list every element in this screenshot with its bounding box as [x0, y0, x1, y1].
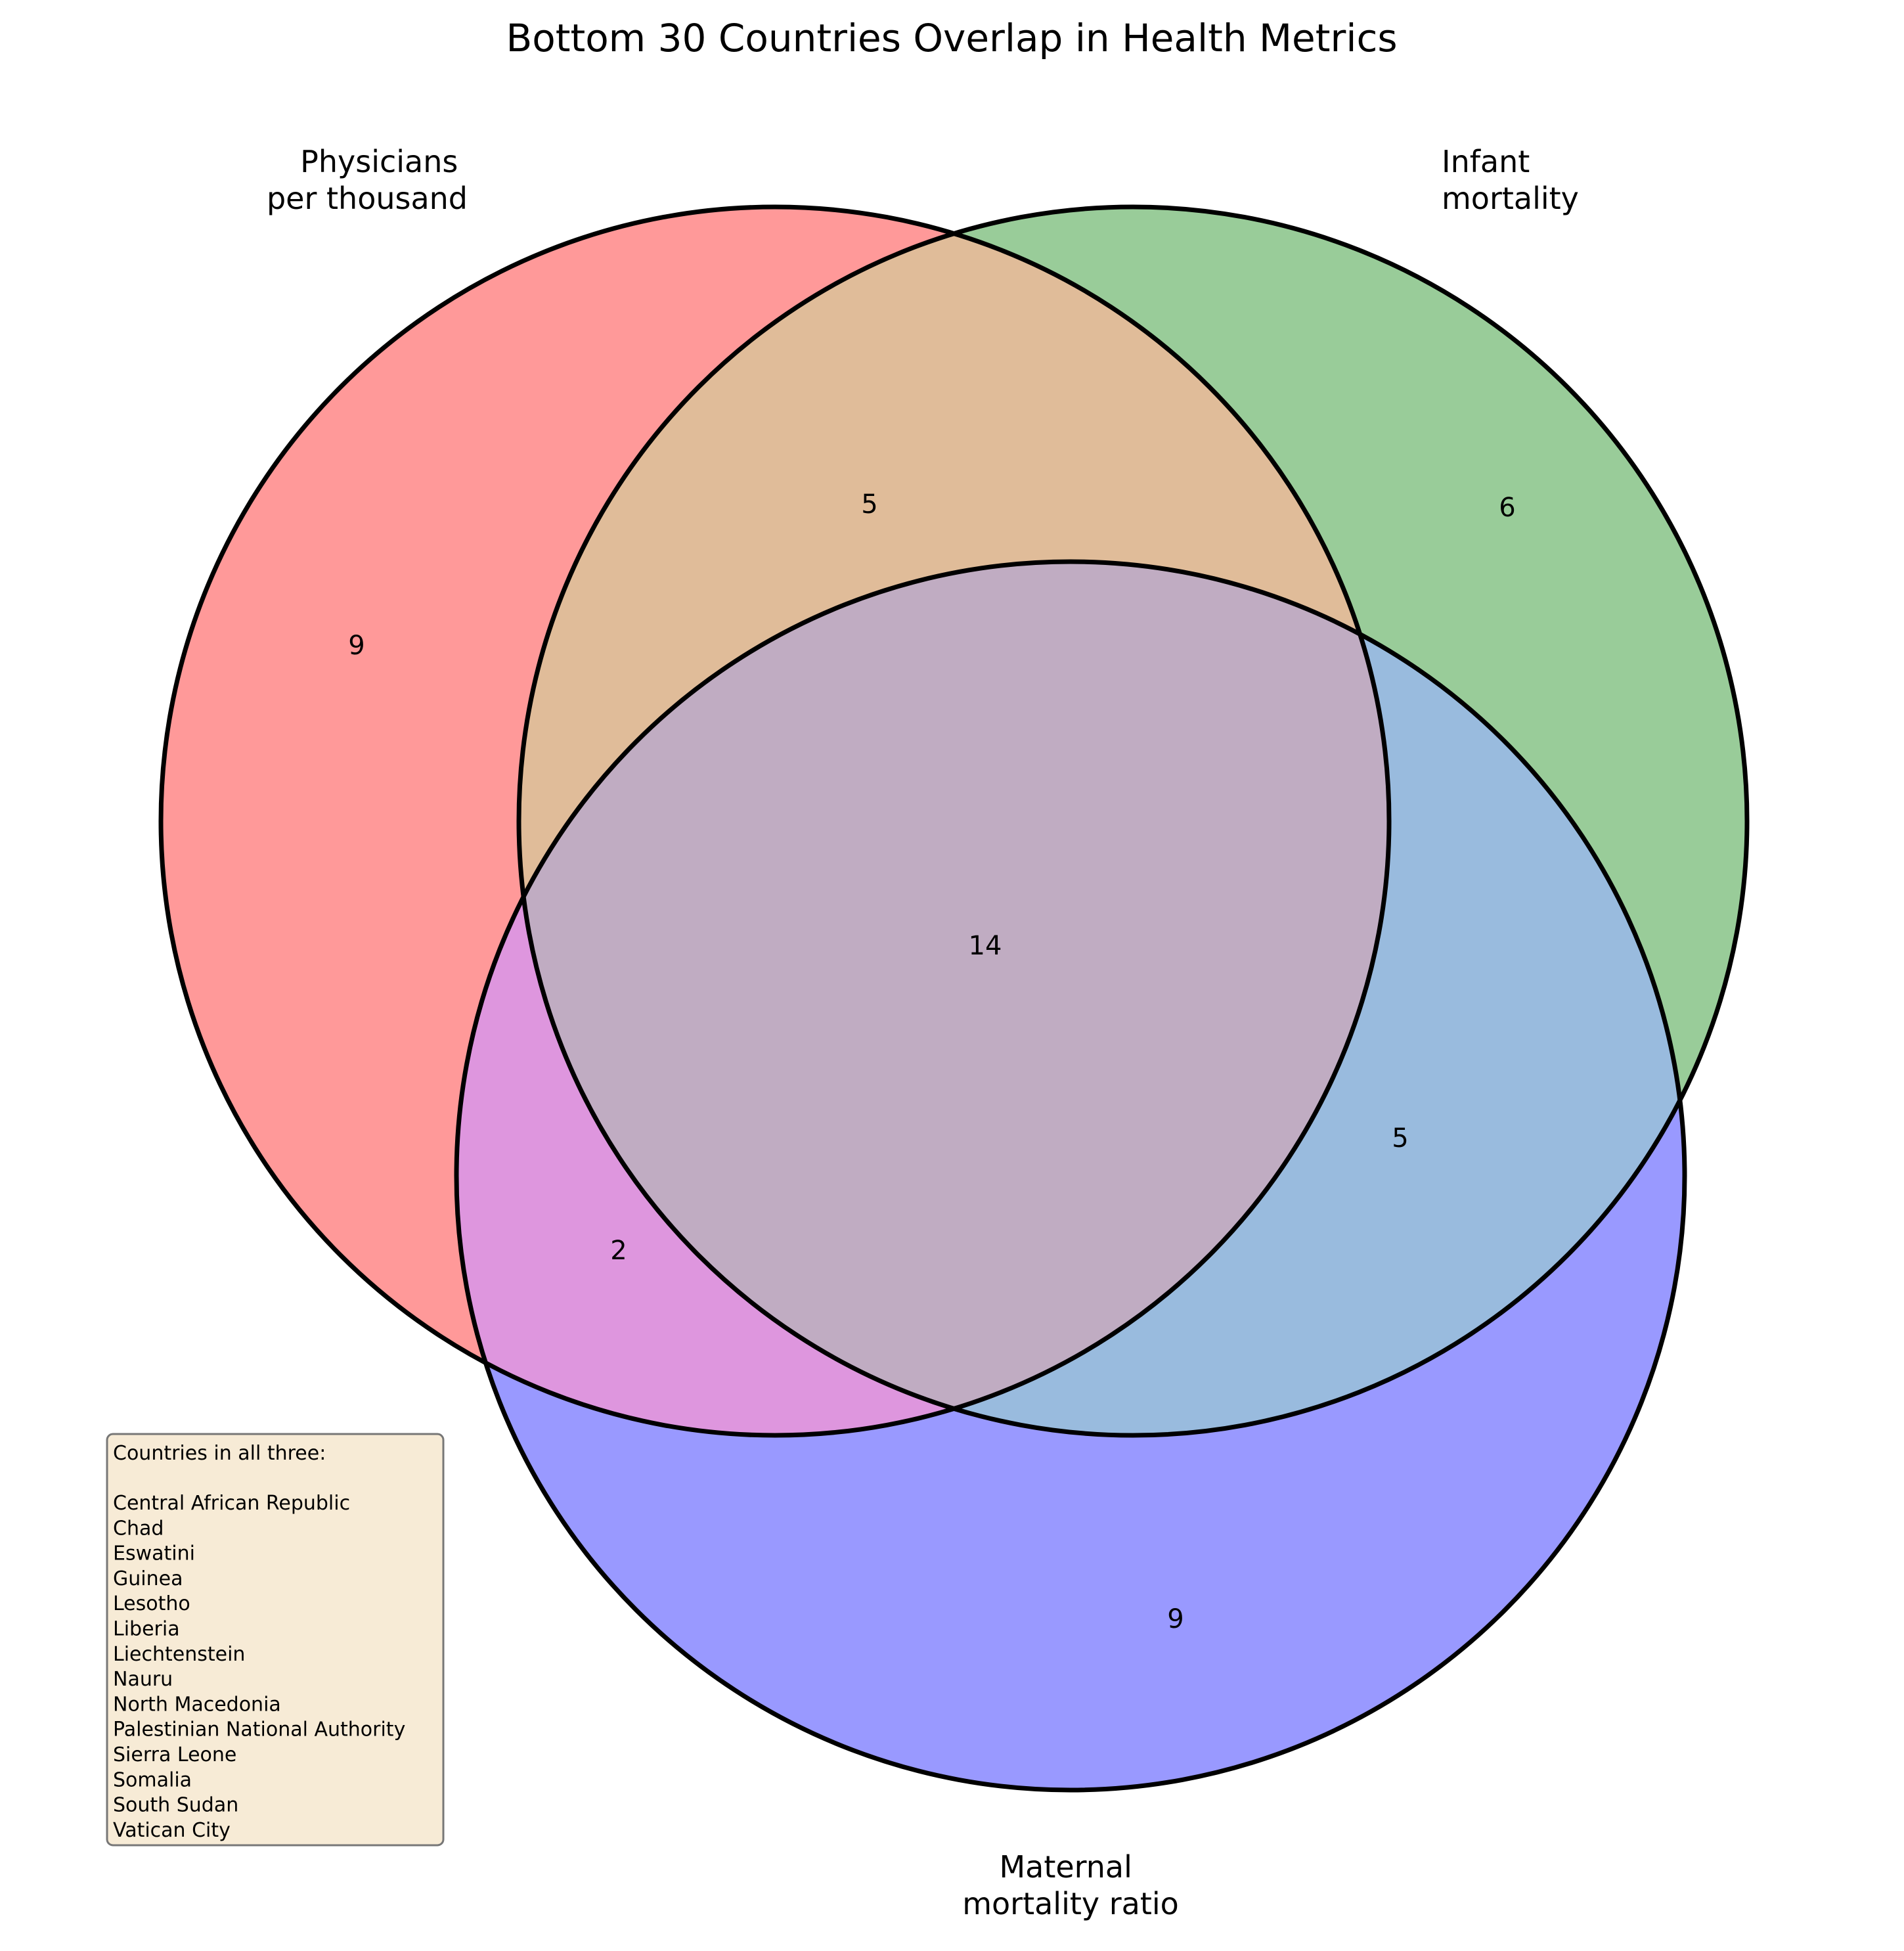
infant-label-line-2: mortality	[1442, 181, 1579, 216]
legend-country-item: Liechtenstein	[113, 1643, 245, 1666]
physicians-outline	[158, 204, 1392, 1438]
maternal-set-label: Maternal mortality ratio	[962, 1849, 1179, 1921]
infant-set-label: Infant mortality	[1442, 144, 1579, 216]
set-fills	[161, 207, 1747, 1790]
physicians-label-line-1: Physicians	[300, 144, 458, 179]
infant-maternal-count: 5	[1392, 1123, 1408, 1154]
set-outlines	[158, 204, 1750, 1793]
physicians-maternal-count: 2	[610, 1236, 627, 1266]
legend-country-item: Chad	[113, 1517, 164, 1540]
legend-country-item: Palestinian National Authority	[113, 1718, 405, 1741]
countries-legend: Countries in all three: Central African …	[106, 1433, 445, 1847]
infant-only-count: 6	[1499, 493, 1515, 523]
legend-country-item: Liberia	[113, 1618, 180, 1641]
legend-country-item: South Sudan	[113, 1794, 238, 1817]
legend-country-item: North Macedonia	[113, 1693, 281, 1716]
legend-country-item: Central African Republic	[113, 1492, 350, 1515]
infant-outline	[516, 204, 1750, 1438]
maternal-label-line-2: mortality ratio	[962, 1886, 1179, 1921]
physicians-only-count: 9	[348, 631, 365, 661]
legend-box	[106, 1433, 445, 1847]
legend-country-list: Central African RepublicChadEswatiniGuin…	[113, 1492, 405, 1842]
physicians-label-line-2: per thousand	[267, 181, 468, 216]
maternal-label-line-1: Maternal	[999, 1849, 1132, 1885]
physicians-infant-count: 5	[861, 489, 877, 520]
legend-country-item: Sierra Leone	[113, 1743, 236, 1766]
all-three-overlap	[519, 562, 1389, 1435]
all-three-count: 14	[969, 931, 1002, 961]
legend-country-item: Guinea	[113, 1567, 183, 1590]
legend-country-item: Nauru	[113, 1668, 173, 1691]
physicians-set-label: Physicians per thousand	[267, 144, 468, 216]
legend-heading: Countries in all three:	[113, 1442, 326, 1465]
legend-country-item: Somalia	[113, 1768, 192, 1791]
legend-country-item: Vatican City	[113, 1819, 231, 1842]
maternal-only-count: 9	[1167, 1604, 1184, 1634]
legend-country-item: Eswatini	[113, 1542, 195, 1565]
legend-country-item: Lesotho	[113, 1592, 190, 1615]
infant-label-line-1: Infant	[1442, 144, 1530, 179]
chart-title: Bottom 30 Countries Overlap in Health Me…	[506, 16, 1397, 60]
maternal-outline	[454, 559, 1687, 1793]
